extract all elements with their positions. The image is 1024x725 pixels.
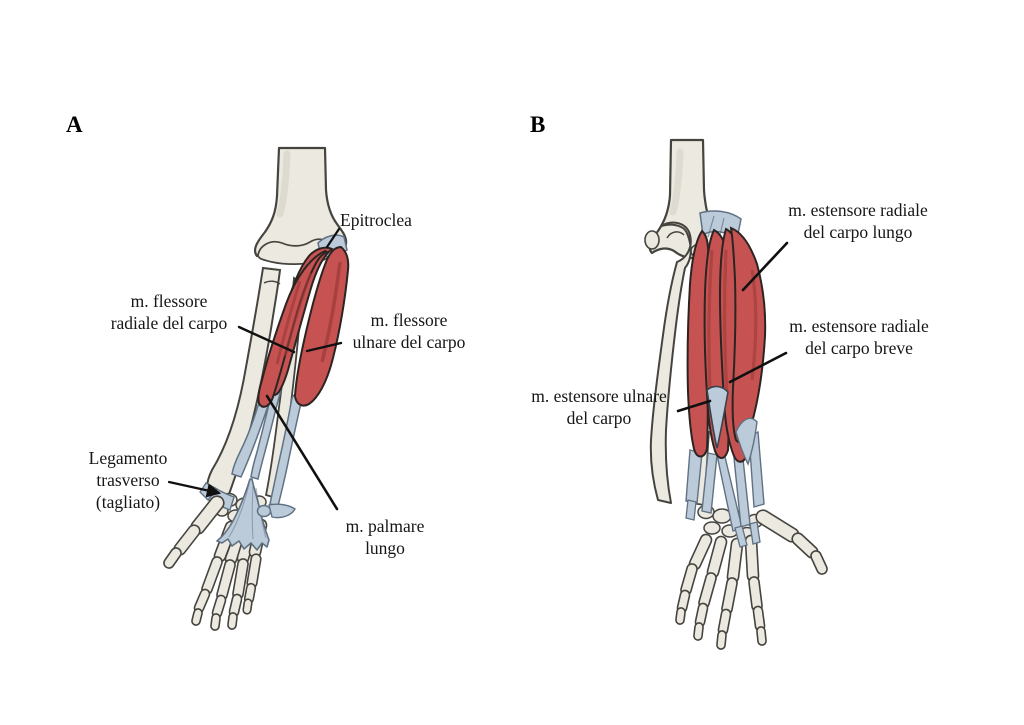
radius-joint-line [263,280,281,285]
leader-estensore-radiale-lungo [741,241,789,292]
label-flessore-ulnare: m. flessore ulnare del carpo [352,310,466,352]
bone-segment [217,560,235,600]
bone-segment [722,578,737,614]
bone-segment [676,608,685,624]
palmar-aponeurosis [216,478,270,551]
bone-segment [696,604,707,626]
bone-segment [694,623,703,640]
bone-segment [192,497,223,533]
muscle-fcr-stripes [275,272,313,365]
leader-palmare-lungo [265,394,339,511]
trochlear-notch-line [666,231,685,239]
label-estensore-ulnare: m. estensore ulnare del carpo [531,386,667,428]
finger-bones [675,509,828,650]
bone-segment [211,614,220,630]
leader-legamento [167,480,222,498]
bone-segment [213,596,225,617]
ulna-bone [649,221,692,504]
label-epitroclea: Epitroclea [340,210,412,230]
bone-segment [681,564,697,595]
bone-segment [708,537,726,577]
bone-segment [678,591,689,612]
bone-segment [245,584,255,603]
bone-segment [690,535,711,569]
panel-b-letter: B [530,112,546,137]
bone-segment [717,631,726,649]
muscle-fcu-stripe [320,261,342,363]
bone-segment [175,526,199,554]
bone-segment [728,539,742,582]
bone-segment [233,559,248,599]
muscle-extensor-carpi-radialis-longus [729,226,767,444]
bone-segment [230,595,241,616]
tendon-insertion-1 [734,525,748,548]
humerus-shading [276,150,291,218]
leader-estensore-ulnare [676,399,712,413]
tendon-wedge-radial [735,417,758,466]
leader-estensore-radiale-breve [728,351,788,384]
leader-flessore-ulnare [305,341,343,353]
bone-segment [757,627,766,645]
bone-segment [228,613,237,629]
bone-segment [248,555,260,587]
leader-flessore-radiale [237,325,296,354]
bone-segment [699,573,716,608]
panel-a-illustration [163,146,350,631]
bone-segment [754,607,764,630]
muscle-flexor-carpi-ulnaris [293,245,350,407]
muscle-flexor-carpi-radialis [257,249,330,408]
tendon-v-notch [706,385,729,449]
label-flessore-radiale: m. flessore radiale del carpo [110,291,228,333]
leader-epitroclea [325,227,341,249]
tendon-insertion-2 [749,521,761,545]
finger-bones [163,495,262,631]
bone-segment [244,600,251,613]
bone-segment [195,590,209,612]
panel-b-illustration [644,138,828,650]
pisiform-bone [256,504,272,518]
tendon-insertion-ulnar [685,499,697,521]
bone-segment [719,610,730,634]
label-estensore-radiale-lungo: m. estensore radiale del carpo lungo [788,200,928,242]
panel-a-letter: A [66,112,83,137]
carpal-bone [703,521,721,535]
bone-segment [192,609,202,625]
bone-segment [746,536,758,581]
bone-segment [164,548,181,568]
bone-segment [202,557,222,594]
label-estensore-radiale-breve: m. estensore radiale del carpo breve [789,316,929,358]
bone-segment [811,551,827,574]
cut-ligament-flap [268,503,296,519]
tendon-extensor-1 [701,452,718,514]
lateral-epicondyle [644,230,660,250]
bone-segment [757,511,798,541]
bone-segment [793,534,817,557]
humerus-shading [669,148,684,216]
bone-segment [749,577,762,611]
label-palmare-lungo: m. palmare lungo [345,516,425,558]
label-legamento-trasverso: Legamento trasverso (tagliato) [88,448,168,512]
